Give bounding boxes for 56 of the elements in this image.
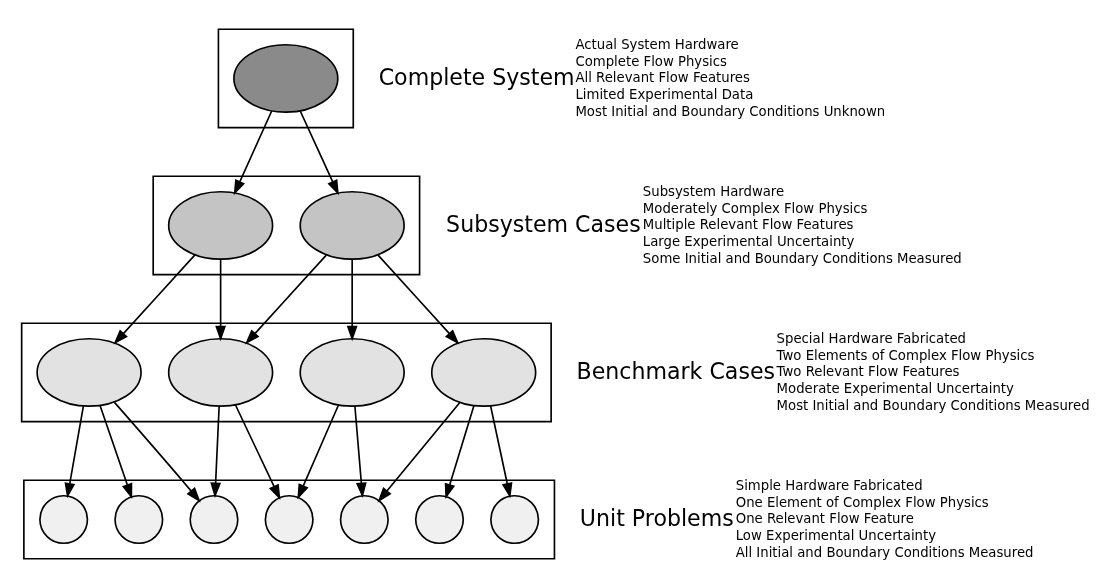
node-label: Moderately Complex Flow Physics [642, 200, 868, 216]
node-label: Simple Hardware Fabricated [735, 478, 923, 494]
node-label: Subsystem Hardware [642, 184, 785, 200]
node-label: Subsystem Cases [446, 210, 641, 237]
node-label: Most Initial and Boundary Conditions Measured [776, 397, 1090, 413]
node-label: Benchmark Cases [576, 357, 776, 384]
node-label: Most Initial and Boundary Conditions Unknown [575, 103, 886, 119]
node-label: Complete Flow Physics [575, 53, 727, 69]
arrow [215, 258, 227, 342]
arrow [210, 405, 222, 499]
node-ellipse [167, 337, 274, 407]
node-label: All Initial and Boundary Conditions Measured [735, 544, 1034, 560]
node-circle [339, 494, 389, 545]
arrow [299, 110, 339, 196]
node-label: Limited Experimental Data [575, 87, 754, 103]
arrow [113, 254, 196, 345]
arrow [346, 258, 358, 342]
arrow [489, 405, 513, 499]
cluster [217, 28, 355, 129]
node-label: Some Initial and Boundary Conditions Measured [642, 250, 962, 266]
node-label: Low Experimental Uncertainty [735, 528, 937, 544]
arrow [377, 254, 460, 345]
node-ellipse [167, 190, 274, 260]
node-ellipse [430, 337, 537, 407]
node-label: Multiple Relevant Flow Features [642, 217, 854, 233]
node-circle [264, 494, 314, 545]
node-label: Complete System [378, 63, 575, 90]
arrow [377, 401, 461, 503]
node-label: One Element of Complex Flow Physics [735, 494, 989, 510]
node-circle [414, 494, 465, 545]
node-ellipse [299, 190, 405, 260]
node-label: Two Relevant Flow Features [776, 364, 960, 380]
arrow [234, 404, 281, 500]
node-label: Two Elements of Complex Flow Physics [776, 347, 1035, 363]
node-label: All Relevant Flow Features [575, 70, 750, 86]
node-ellipse [36, 337, 142, 407]
node-circle [189, 494, 239, 545]
node-circle [114, 494, 164, 545]
arrow [297, 404, 340, 500]
node-label: One Relevant Flow Feature [735, 511, 914, 527]
arrow [113, 401, 201, 503]
node-circle [39, 494, 89, 545]
arrow [64, 405, 85, 499]
node-label: Actual System Hardware [575, 37, 739, 53]
arrow [233, 110, 273, 196]
arrow [444, 404, 475, 500]
node-label: Special Hardware Fabricated [776, 331, 966, 347]
node-ellipse [233, 43, 339, 113]
node-circle [490, 494, 540, 545]
node-label: Moderate Experimental Uncertainty [776, 381, 1014, 397]
arrow [99, 404, 133, 500]
node-label: Unit Problems [579, 504, 734, 531]
arrow [245, 254, 328, 345]
arrow [354, 405, 367, 499]
node-ellipse [299, 337, 405, 407]
node-label: Large Experimental Uncertainty [642, 234, 855, 250]
